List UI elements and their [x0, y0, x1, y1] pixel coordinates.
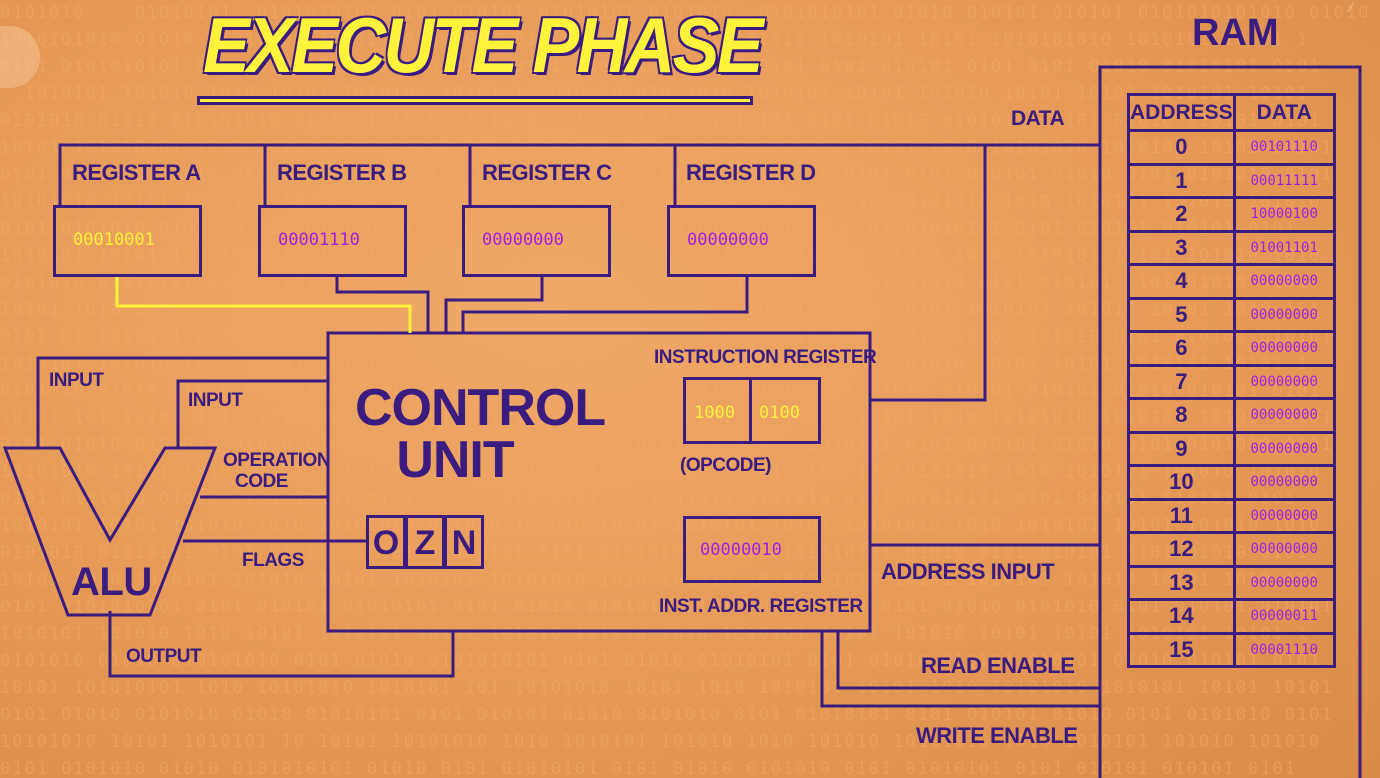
register-b-label: REGISTER B: [277, 160, 407, 185]
ram-address-cell: 8: [1127, 397, 1236, 434]
ram-data-cell: 00001110: [1232, 631, 1336, 668]
register-c-label: REGISTER C: [482, 160, 612, 185]
operand-value: 0100: [759, 403, 800, 423]
register-b: [258, 205, 407, 277]
ram-data-cell: 01001101: [1232, 229, 1336, 266]
alu-output-label: OUTPUT: [126, 646, 202, 667]
inst-addr-register: [683, 516, 821, 583]
address-input-label: ADDRESS INPUT: [881, 559, 1055, 584]
register-d-label: REGISTER D: [686, 160, 816, 185]
inst-addr-value: 00000010: [700, 540, 782, 560]
ram-data-cell: 00101110: [1232, 129, 1336, 166]
opcode-label: (OPCODE): [680, 455, 772, 476]
control-unit-label-line1: CONTROL: [355, 379, 606, 437]
ram-header-address: ADDRESS: [1127, 93, 1236, 132]
instruction-register-label: INSTRUCTION REGISTER: [654, 347, 877, 368]
register-d: [667, 205, 816, 277]
register-b-value: 00001110: [278, 230, 360, 250]
register-a-value: 00010001: [73, 230, 155, 250]
ram-address-cell: 14: [1127, 598, 1236, 635]
ram-data-cell: 00000000: [1232, 564, 1336, 601]
flag-overflow: O: [366, 515, 406, 569]
ram-title: RAM: [1192, 12, 1279, 54]
ram-data-cell: 00000000: [1232, 263, 1336, 300]
register-a-label: REGISTER A: [72, 160, 201, 185]
inst-addr-label: INST. ADDR. REGISTER: [659, 596, 863, 617]
page-title: EXECUTE PHASE: [203, 1, 764, 89]
corner-watermark: ∕: [1350, 0, 1353, 15]
ram-address-cell: 7: [1127, 363, 1236, 400]
ram-data-cell: 00000000: [1232, 363, 1336, 400]
ram-address-cell: 11: [1127, 497, 1236, 534]
ram-address-cell: 2: [1127, 196, 1236, 233]
ram-address-cell: 3: [1127, 229, 1236, 266]
ram-data-cell: 00000000: [1232, 397, 1336, 434]
control-unit-label-line2: UNIT: [396, 431, 514, 489]
ram-address-cell: 15: [1127, 631, 1236, 668]
ram-address-cell: 13: [1127, 564, 1236, 601]
ram-data-cell: 00011111: [1232, 162, 1336, 199]
ram-address-cell: 1: [1127, 162, 1236, 199]
ram-data-cell: 00000000: [1232, 464, 1336, 501]
data-bus-label: DATA: [1011, 107, 1065, 130]
active-wire: [115, 275, 412, 333]
title-underline: [197, 96, 753, 105]
operation-code-line2: CODE: [235, 471, 288, 492]
alu-label: ALU: [71, 560, 152, 604]
ram-data-cell: 10000100: [1232, 196, 1336, 233]
read-enable-label: READ ENABLE: [921, 653, 1075, 678]
register-c: [462, 205, 611, 277]
ram-header-data: DATA: [1232, 93, 1336, 132]
write-enable-label: WRITE ENABLE: [916, 723, 1078, 748]
ram-address-cell: 9: [1127, 430, 1236, 467]
ram-data-cell: 00000011: [1232, 598, 1336, 635]
ram-data-cell: 00000000: [1232, 497, 1336, 534]
ram-address-cell: 4: [1127, 263, 1236, 300]
register-a: [53, 205, 202, 277]
alu-input-a-label: INPUT: [49, 370, 104, 391]
ram-address-cell: 0: [1127, 129, 1236, 166]
ram-address-cell: 12: [1127, 531, 1236, 568]
instruction-register-operand: [749, 377, 821, 444]
ram-data-cell: 00000000: [1232, 330, 1336, 367]
operation-code-line1: OPERATION: [223, 450, 331, 471]
flag-zero: Z: [405, 515, 445, 569]
ram-data-cell: 00000000: [1232, 430, 1336, 467]
register-c-value: 00000000: [482, 230, 564, 250]
operation-code-label: OPERATION CODE: [223, 450, 331, 492]
ram-data-cell: 00000000: [1232, 296, 1336, 333]
opcode-value: 1000: [694, 403, 735, 423]
register-d-value: 00000000: [687, 230, 769, 250]
flag-negative: N: [444, 515, 484, 569]
ram-address-cell: 5: [1127, 296, 1236, 333]
alu-input-b-label: INPUT: [188, 390, 243, 411]
ram-address-cell: 10: [1127, 464, 1236, 501]
ram-address-cell: 6: [1127, 330, 1236, 367]
control-unit-label: CONTROL UNIT: [355, 379, 606, 489]
flags-label: FLAGS: [242, 550, 304, 571]
ram-data-cell: 00000000: [1232, 531, 1336, 568]
